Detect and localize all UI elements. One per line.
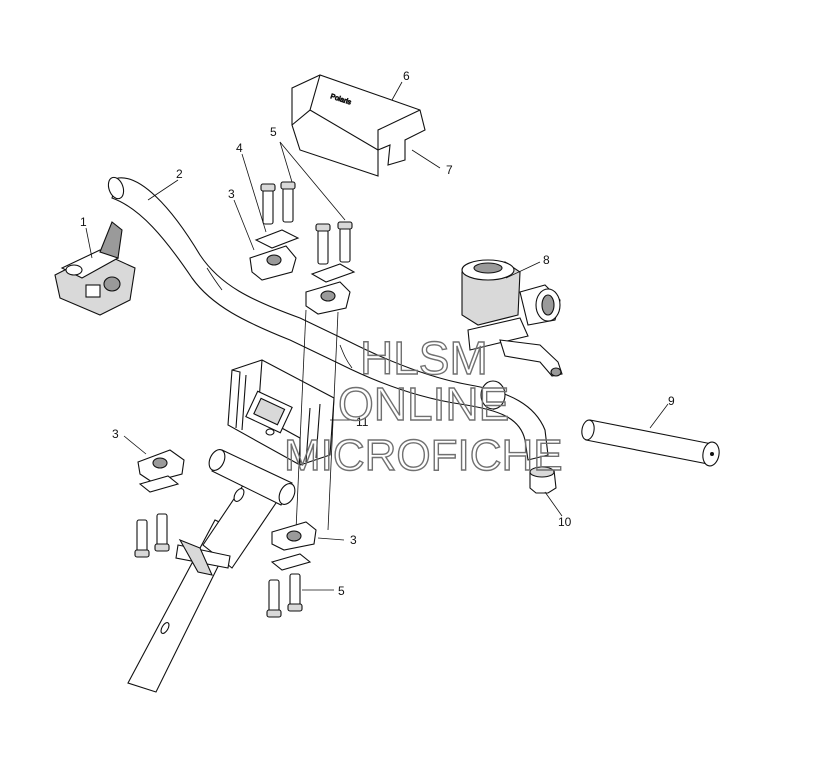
handlebar-post-bracket: [227, 359, 335, 466]
handlebar: [107, 176, 549, 461]
bar-end-plug: [529, 466, 557, 494]
callout-1: 1: [80, 215, 87, 229]
watermark-line-3: MICROFICHE: [284, 431, 563, 480]
callout-3-upper: 3: [228, 187, 235, 201]
steering-cross-tube: [208, 449, 296, 506]
leader-lines: [85, 81, 669, 591]
lower-right-clamp: [266, 521, 317, 618]
callout-8: 8: [543, 253, 550, 267]
watermark-line-2: ONLINE: [338, 378, 509, 430]
grip: [581, 419, 720, 467]
handlebar-pad: Polaris: [291, 74, 426, 177]
callout-7: 7: [446, 163, 453, 177]
callout-3-left: 3: [112, 427, 119, 441]
brake-master-cylinder: [461, 259, 563, 377]
callout-4: 4: [236, 141, 243, 155]
watermark: HLSM ONLINE MICROFICHE: [283, 331, 563, 480]
long-bolts: [295, 309, 339, 531]
watermark-line-1: HLSM: [360, 332, 488, 384]
switch-housing: [54, 221, 136, 316]
callout-9: 9: [668, 394, 675, 408]
callout-5-upper: 5: [270, 125, 277, 139]
callout-11: 11: [356, 415, 369, 429]
callouts: 1 2 3 4 5 6 7 8 9 10 11 3 3 5: [80, 69, 675, 598]
callout-3-lower: 3: [350, 533, 357, 547]
upper-clamps: [249, 181, 356, 315]
callout-2: 2: [176, 167, 183, 181]
callout-5-lower: 5: [338, 584, 345, 598]
callout-6: 6: [403, 69, 410, 83]
lower-left-clamp: [134, 449, 185, 558]
callout-10: 10: [558, 515, 572, 529]
steering-post: [127, 474, 279, 693]
